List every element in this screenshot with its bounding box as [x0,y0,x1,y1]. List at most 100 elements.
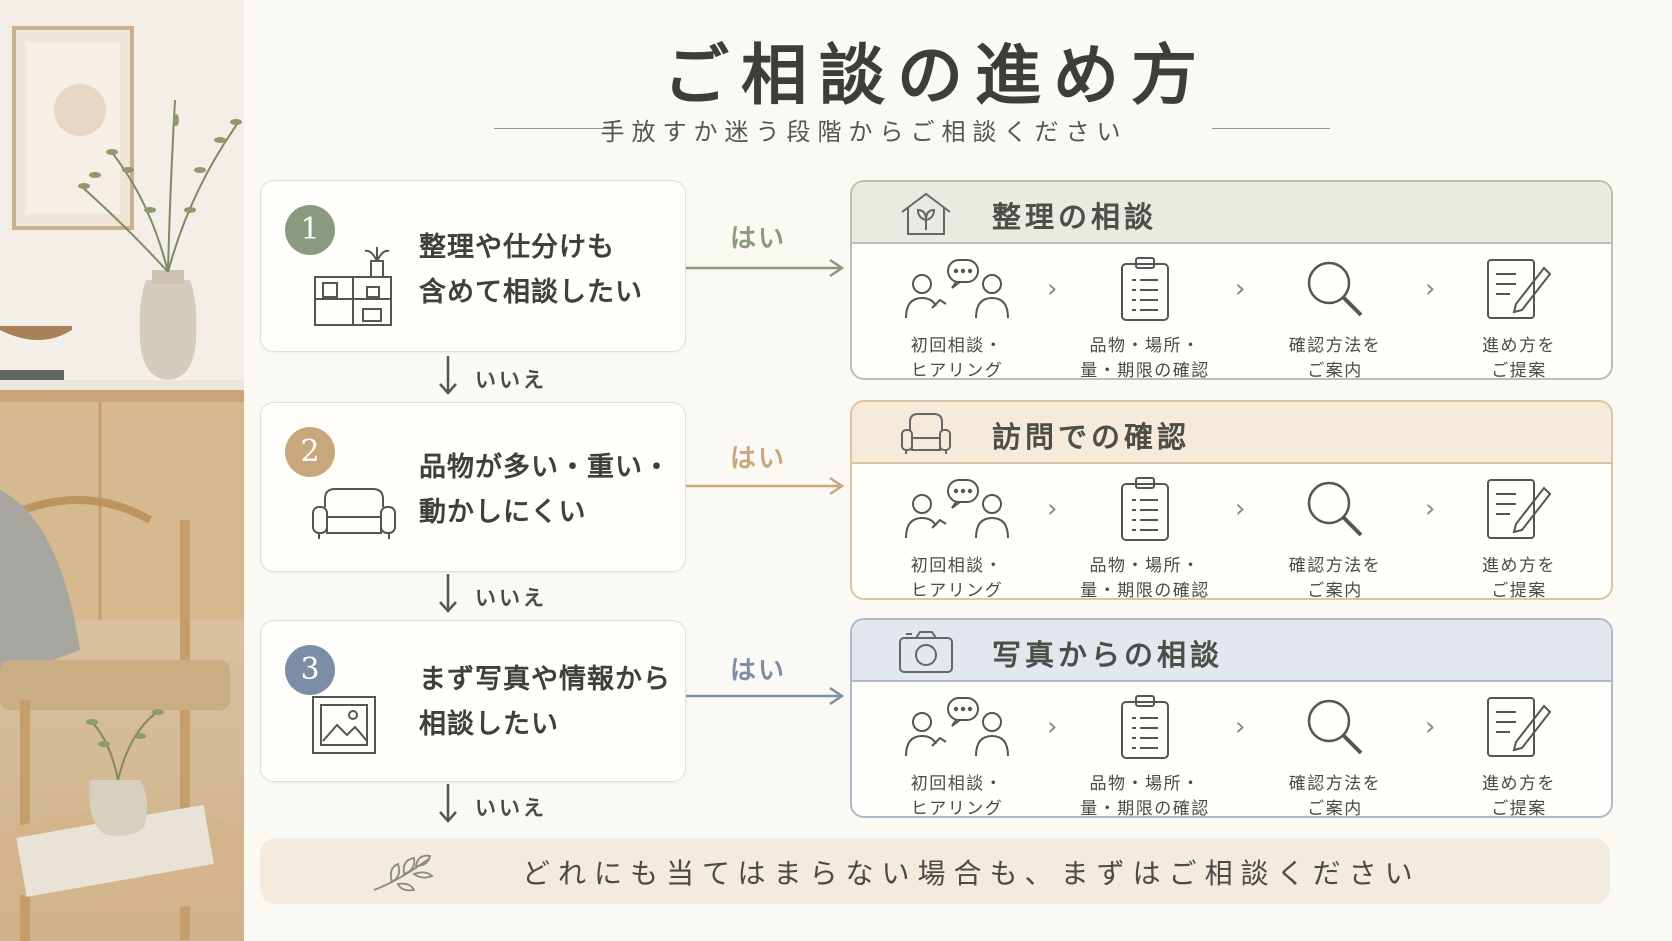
step-label: 確認方法を [1288,774,1382,794]
camera-icon [898,628,954,678]
step-guide: 確認方法をご案内 [1260,474,1410,600]
clipboard-icon [1070,692,1220,762]
document-pen-icon [1444,474,1594,544]
step-number-badge: 3 [285,645,335,695]
question-line: 整理や仕分けも [419,232,615,263]
magnifier-icon [1260,474,1410,544]
step-label: ヒアリング [910,581,1004,600]
step-label: 進め方を [1482,336,1556,356]
chevron-right-icon: › [1235,274,1246,304]
chevron-right-icon: › [1425,494,1436,524]
step-label: 初回相談・ [910,556,1004,576]
step-hearing: 初回相談・ヒアリング [882,474,1032,600]
yes-arrow-1 [686,258,845,278]
result-title: 写真からの相談 [992,638,1224,672]
step-label: 量・期限の確認 [1080,581,1210,600]
result-card-3: 写真からの相談 初回相談・ヒアリング › 品物・場所・量・期限の確認 › 確認方… [850,618,1613,818]
step-hearing: 初回相談・ヒアリング [882,254,1032,380]
interior-photo [0,0,244,941]
subtitle-rule-right [1212,128,1330,129]
step-proposal: 進め方をご提案 [1444,692,1594,818]
step-label: ご提案 [1491,799,1547,818]
step-row: 初回相談・ヒアリング › 品物・場所・量・期限の確認 › 確認方法をご案内 › … [852,464,1611,600]
page-subtitle: 手放すか迷う段階からご相談ください [600,118,1128,146]
step-label: 初回相談・ [910,336,1004,356]
question-line: 品物が多い・重い・ [419,452,671,483]
no-label-3: いいえ [475,796,547,820]
result-title: 訪問での確認 [992,420,1191,454]
step-proposal: 進め方をご提案 [1444,254,1594,380]
question-card-1: 1 整理や仕分けも 含めて相談したい [260,180,686,352]
step-row: 初回相談・ヒアリング › 品物・場所・量・期限の確認 › 確認方法をご案内 › … [852,244,1611,380]
step-label: 品物・場所・ [1089,336,1201,356]
question-text-3: まず写真や情報から 相談したい [419,657,671,747]
result-title: 整理の相談 [992,200,1158,234]
chevron-right-icon: › [1047,274,1058,304]
people-chat-icon [882,474,1032,544]
step-label: ご提案 [1491,361,1547,380]
people-chat-icon [882,254,1032,324]
step-label: 進め方を [1482,774,1556,794]
step-label: ご案内 [1307,361,1363,380]
footer-text: どれにも当てはまらない場合も、まずはご相談ください [522,857,1421,890]
step-label: ご案内 [1307,581,1363,600]
result-header: 整理の相談 [852,182,1611,244]
result-header: 写真からの相談 [852,620,1611,682]
step-proposal: 進め方をご提案 [1444,474,1594,598]
question-text-1: 整理や仕分けも 含めて相談したい [419,225,643,315]
step-label: 進め方を [1482,556,1556,576]
document-pen-icon [1444,254,1594,324]
footer-banner: どれにも当てはまらない場合も、まずはご相談ください [260,838,1610,904]
chevron-right-icon: › [1235,494,1246,524]
step-label: ヒアリング [910,799,1004,818]
step-guide: 確認方法をご案内 [1260,254,1410,380]
yes-label-1: はい [730,224,787,254]
magnifier-icon [1260,254,1410,324]
yes-arrow-2 [686,476,845,496]
step-label: 量・期限の確認 [1080,799,1210,818]
result-header: 訪問での確認 [852,402,1611,464]
step-number-badge: 2 [285,427,335,477]
no-label-1: いいえ [475,368,547,392]
question-text-2: 品物が多い・重い・ 動かしにくい [419,445,671,535]
step-label: 初回相談・ [910,774,1004,794]
leaf-branch-icon [370,850,450,898]
step-label: ヒアリング [910,361,1004,380]
question-card-3: 3 まず写真や情報から 相談したい [260,620,686,782]
chevron-right-icon: › [1047,494,1058,524]
step-number-badge: 1 [285,205,335,255]
step-label: 品物・場所・ [1089,556,1201,576]
question-line: 相談したい [419,709,559,740]
question-line: 動かしにくい [419,497,587,528]
clipboard-icon [1070,254,1220,324]
yes-arrow-3 [686,686,845,706]
step-check: 品物・場所・量・期限の確認 [1070,474,1220,600]
armchair-icon [898,410,954,460]
no-arrow-1 [439,356,457,395]
step-hearing: 初回相談・ヒアリング [882,692,1032,818]
no-label-2: いいえ [475,586,547,610]
question-line: まず写真や情報から [419,664,671,695]
people-chat-icon [882,692,1032,762]
page-title: ご相談の進め方 [663,36,1209,114]
question-card-2: 2 品物が多い・重い・ 動かしにくい [260,402,686,572]
photo-icon [311,695,377,759]
step-row: 初回相談・ヒアリング › 品物・場所・量・期限の確認 › 確認方法をご案内 › … [852,682,1611,818]
shelf-icon [311,237,395,331]
result-card-1: 整理の相談 初回相談・ヒアリング › 品物・場所・量・期限の確認 › 確認方法を… [850,180,1613,380]
step-label: 確認方法を [1288,336,1382,356]
magnifier-icon [1260,692,1410,762]
chevron-right-icon: › [1425,712,1436,742]
house-plant-icon [898,190,954,240]
no-arrow-3 [439,784,457,823]
step-guide: 確認方法をご案内 [1260,692,1410,816]
step-check: 品物・場所・量・期限の確認 [1070,692,1220,818]
chevron-right-icon: › [1425,274,1436,304]
step-label: 確認方法を [1288,556,1382,576]
clipboard-icon [1070,474,1220,544]
step-label: 品物・場所・ [1089,774,1201,794]
yes-label-3: はい [730,656,787,686]
subtitle-rule-left [494,128,612,129]
step-check: 品物・場所・量・期限の確認 [1070,254,1220,378]
question-line: 含めて相談したい [419,277,643,308]
